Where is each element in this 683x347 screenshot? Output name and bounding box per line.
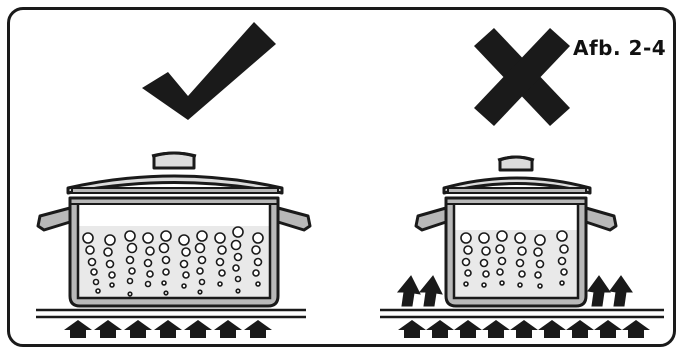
- pot-handle-left: [36, 206, 72, 232]
- pot-body: [444, 196, 588, 308]
- pot-lid: [66, 151, 284, 195]
- hob-plate: [380, 308, 664, 319]
- hob-plate: [36, 308, 306, 319]
- pot-lid: [442, 155, 592, 195]
- heat-arrows-below: [398, 320, 650, 338]
- cross-mark-icon: [474, 28, 570, 126]
- pot-handle-right: [584, 206, 618, 232]
- check-mark-icon: [142, 22, 276, 120]
- figure-label: Afb. 2-4: [573, 36, 667, 60]
- panel-incorrect: [380, 28, 664, 338]
- panel-correct: [36, 22, 312, 338]
- pot-handle-left: [414, 206, 448, 232]
- bubbles-even: [82, 226, 264, 297]
- heat-arrows-contained: [64, 320, 272, 338]
- bubbles: [460, 230, 569, 289]
- pot-handle-right: [276, 206, 312, 232]
- pot-body: [68, 196, 280, 308]
- heat-arrows-escaping: [396, 275, 633, 307]
